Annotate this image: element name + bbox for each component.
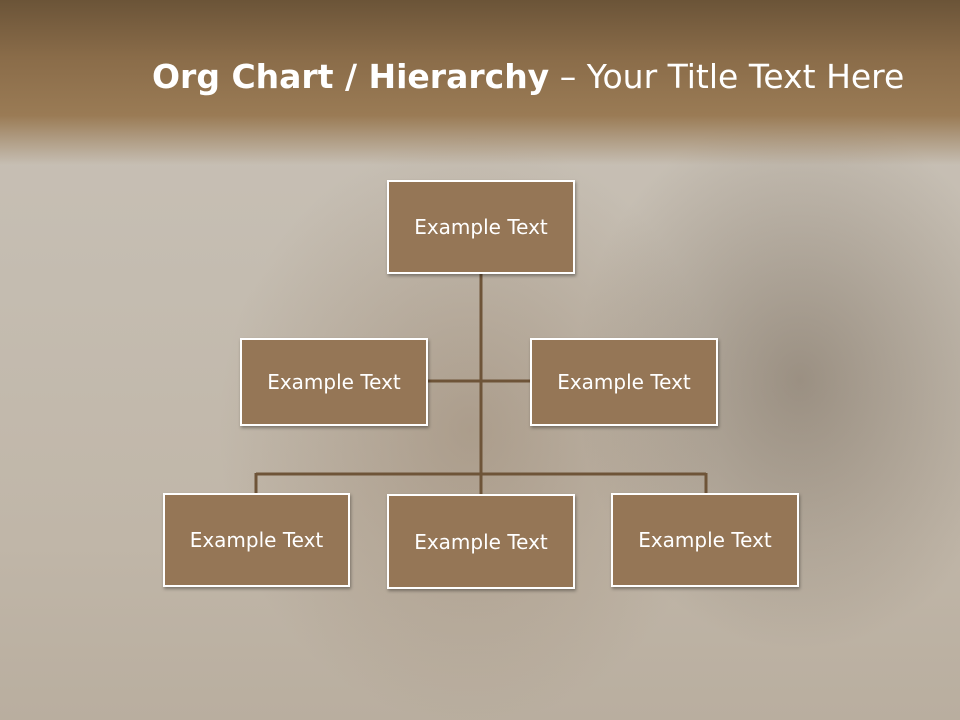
org-node-sub-left-label: Example Text xyxy=(189,528,324,552)
title-rest: Your Title Text Here xyxy=(586,57,905,96)
header-band xyxy=(0,0,960,165)
org-node-sub-left[interactable]: Example Text xyxy=(163,493,350,587)
org-node-sub-center-label: Example Text xyxy=(414,529,548,554)
org-node-top[interactable]: Example Text xyxy=(387,180,575,274)
org-node-sub-right-label: Example Text xyxy=(638,528,772,552)
org-node-assistant-right-label: Example Text xyxy=(557,370,691,394)
org-node-sub-right[interactable]: Example Text xyxy=(611,493,799,587)
org-node-top-label: Example Text xyxy=(414,215,548,239)
org-node-assistant-left[interactable]: Example Text xyxy=(240,338,428,426)
org-node-sub-center[interactable]: Example Text xyxy=(387,494,575,589)
org-node-assistant-right[interactable]: Example Text xyxy=(530,338,718,426)
title-bold: Org Chart / Hierarchy xyxy=(152,57,550,96)
slide-title[interactable]: Org Chart / Hierarchy – Your Title Text … xyxy=(152,52,942,102)
org-node-assistant-left-label: Example Text xyxy=(267,370,401,394)
title-separator: – xyxy=(549,57,587,96)
